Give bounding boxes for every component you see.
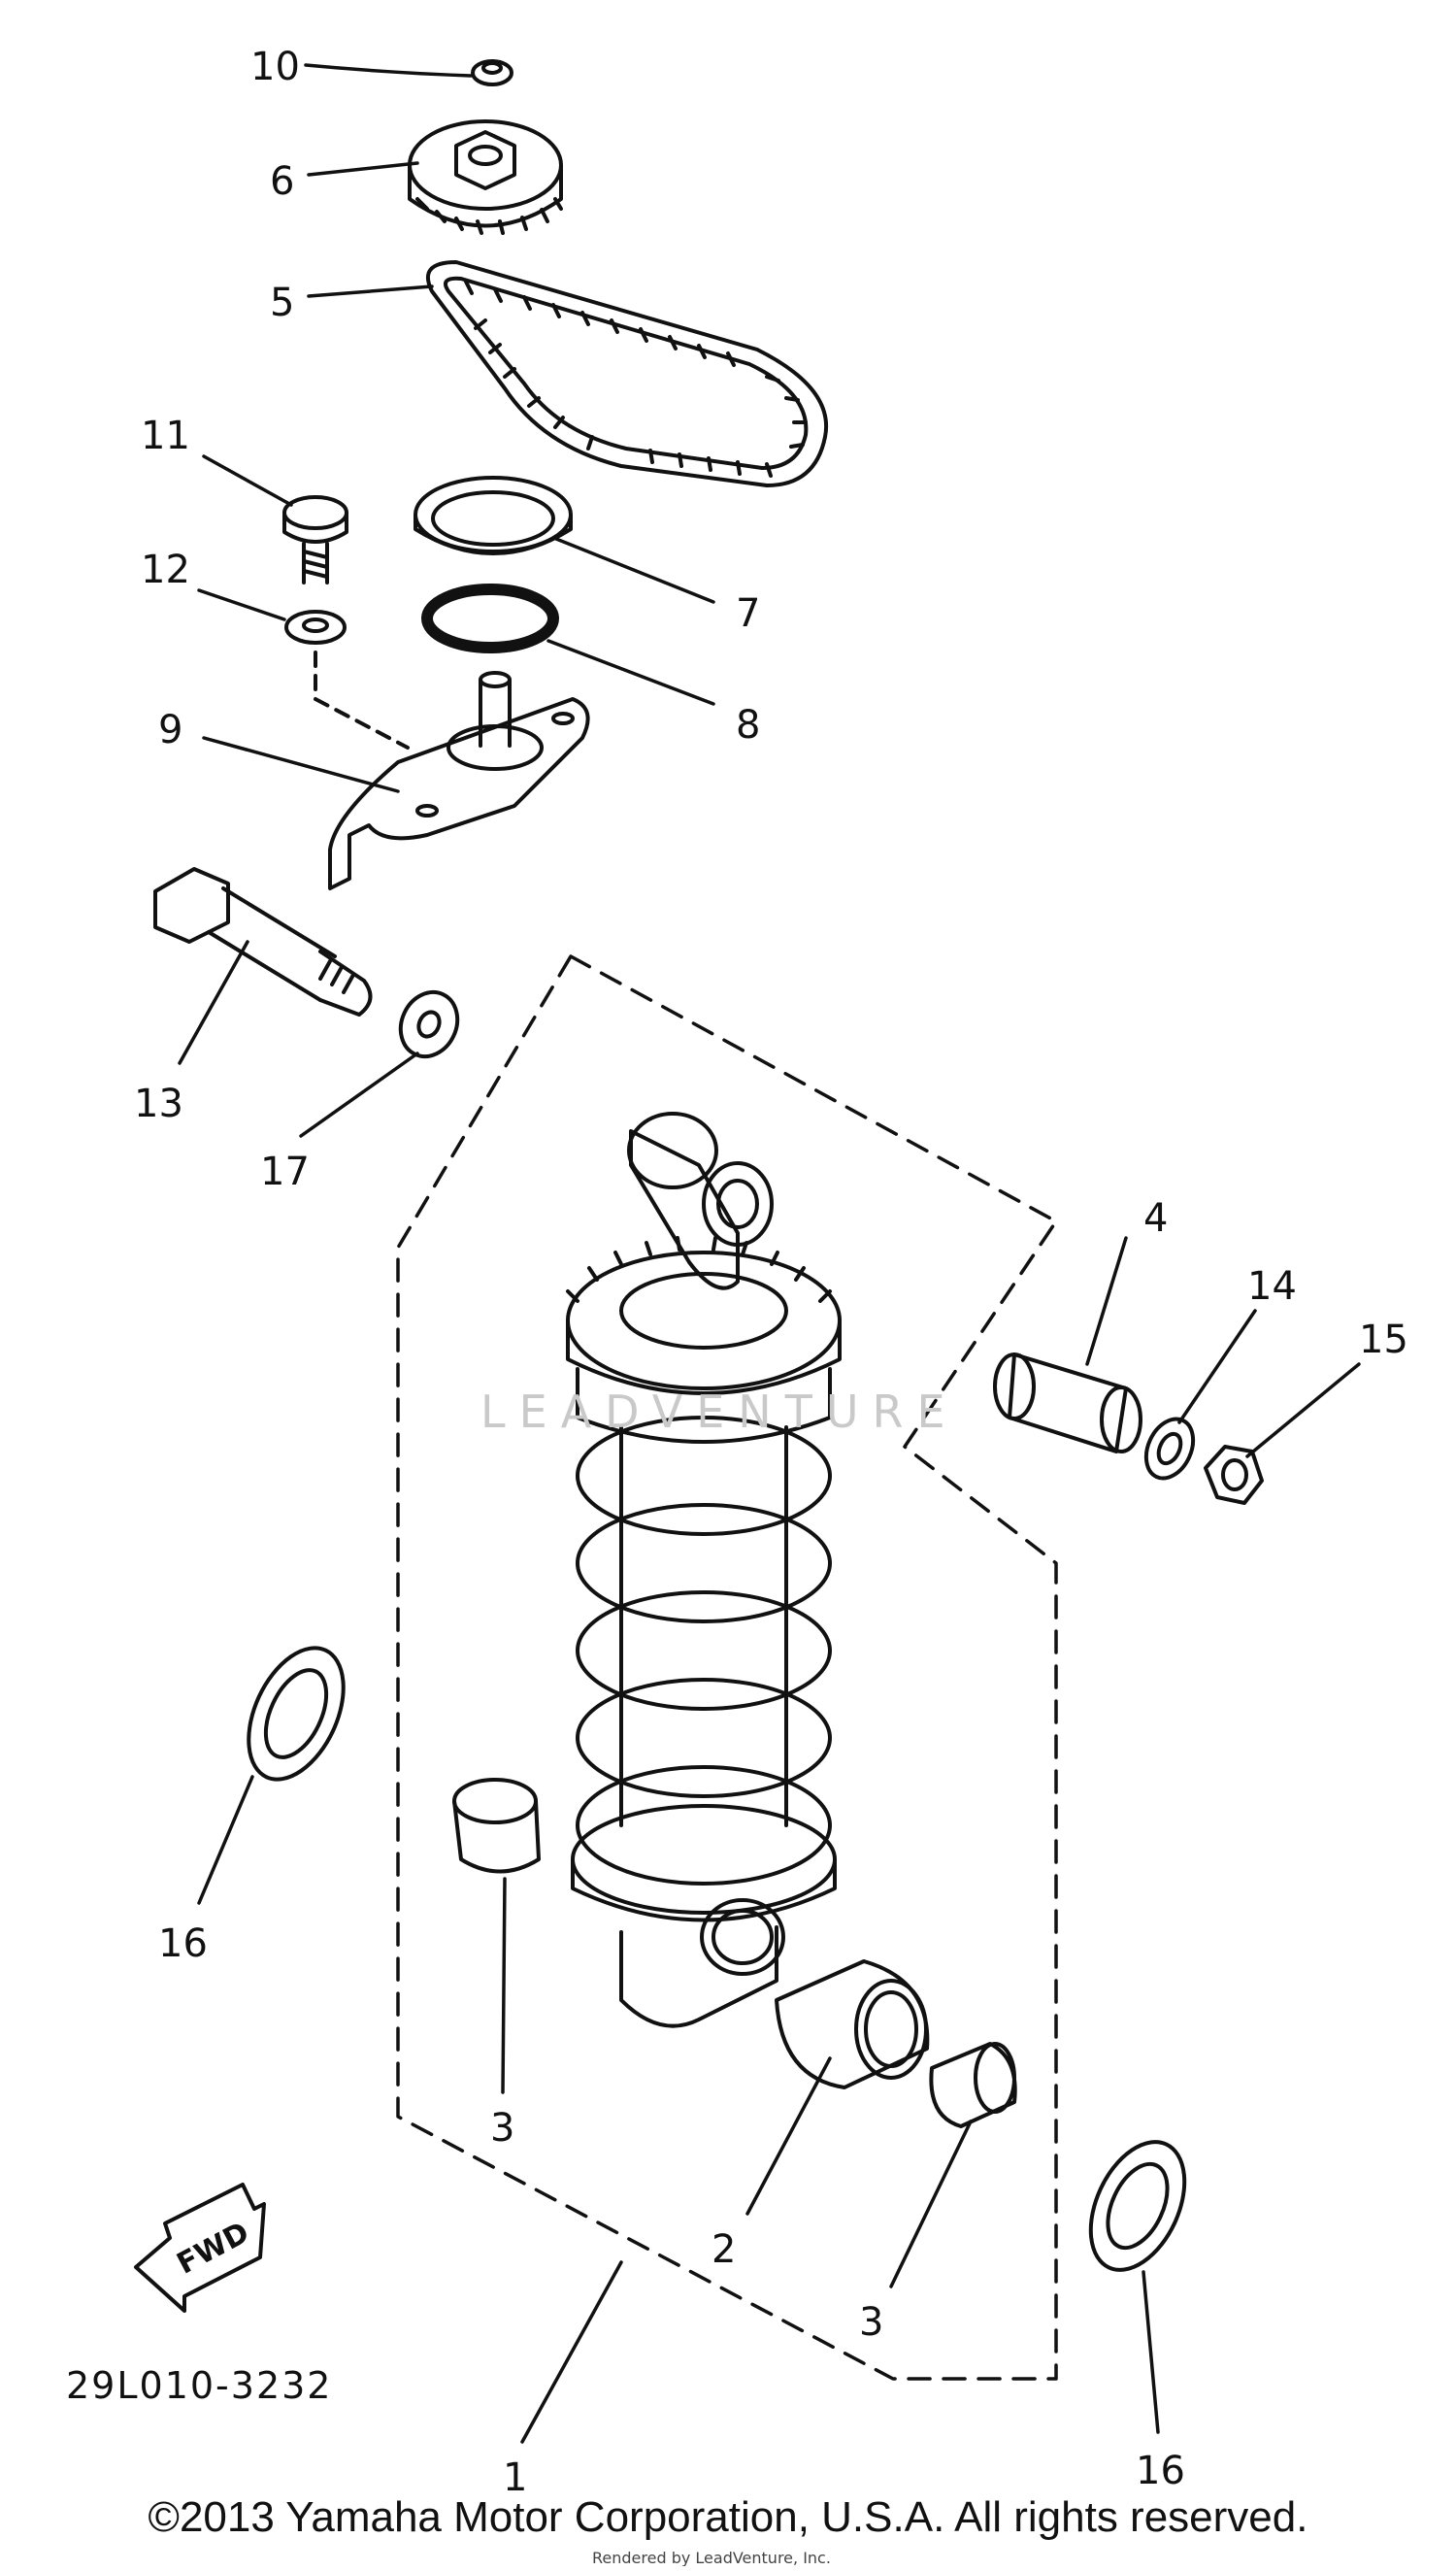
copyright-notice: ©2013 Yamaha Motor Corporation, U.S.A. A…	[148, 2493, 1308, 2541]
fwd-label: FWD	[172, 2216, 255, 2282]
part-13-bolt	[153, 867, 373, 1017]
part-1-shock-absorber	[566, 1112, 842, 2028]
part-7-ring	[414, 476, 573, 555]
callout-16-right: 16	[1136, 2449, 1185, 2493]
callout-8: 8	[736, 703, 760, 748]
part-8-oring	[421, 584, 559, 653]
part-14-washer	[1143, 1417, 1196, 1481]
part-17-washer	[398, 989, 460, 1059]
callout-7: 7	[736, 591, 760, 636]
part-10-nut	[471, 59, 513, 86]
callout-12: 12	[141, 548, 190, 592]
callout-15: 15	[1359, 1318, 1408, 1362]
callout-1: 1	[503, 2455, 527, 2500]
leader-dashed-12	[314, 651, 410, 750]
part-9-bracket	[328, 671, 590, 890]
callout-6: 6	[270, 159, 294, 204]
leader-lines	[178, 63, 1361, 2444]
part-3-collar-right	[929, 2042, 1017, 2128]
part-16-seal-right	[1088, 2140, 1187, 2272]
callout-17: 17	[260, 1150, 310, 1194]
callout-5: 5	[270, 281, 294, 325]
part-4-collar	[993, 1352, 1142, 1453]
watermark: LEADVENTURE	[480, 1386, 959, 1438]
part-15-nut	[1204, 1445, 1264, 1505]
callout-14: 14	[1247, 1264, 1297, 1309]
part-12-washer	[284, 610, 347, 645]
callout-4: 4	[1143, 1196, 1168, 1241]
part-6-pulley	[408, 119, 563, 235]
faint-credit-text: Rendered by LeadVenture, Inc.	[592, 2549, 831, 2566]
callout-3-right: 3	[859, 2300, 883, 2345]
callout-2: 2	[711, 2227, 736, 2272]
callout-9: 9	[158, 708, 182, 752]
diagram-code: 29L010-3232	[66, 2364, 332, 2407]
callout-3-left: 3	[490, 2106, 514, 2151]
part-2-bushing	[775, 1959, 930, 2089]
assembly-outline	[396, 954, 1058, 2381]
callout-numbers: 10 6 5 11 12 9 7 8 13 17 4 14 15 16 3 2 …	[134, 45, 1408, 2500]
callout-13: 13	[134, 1082, 183, 1126]
callout-10: 10	[250, 45, 300, 89]
callout-16-left: 16	[158, 1921, 208, 1966]
part-3-collar-left	[452, 1778, 541, 1874]
fwd-arrow-icon	[134, 2183, 266, 2313]
part-11-bolt	[282, 495, 348, 584]
part-5-belt	[425, 260, 829, 487]
part-16-seal-left	[247, 1646, 346, 1782]
callout-11: 11	[141, 414, 190, 458]
